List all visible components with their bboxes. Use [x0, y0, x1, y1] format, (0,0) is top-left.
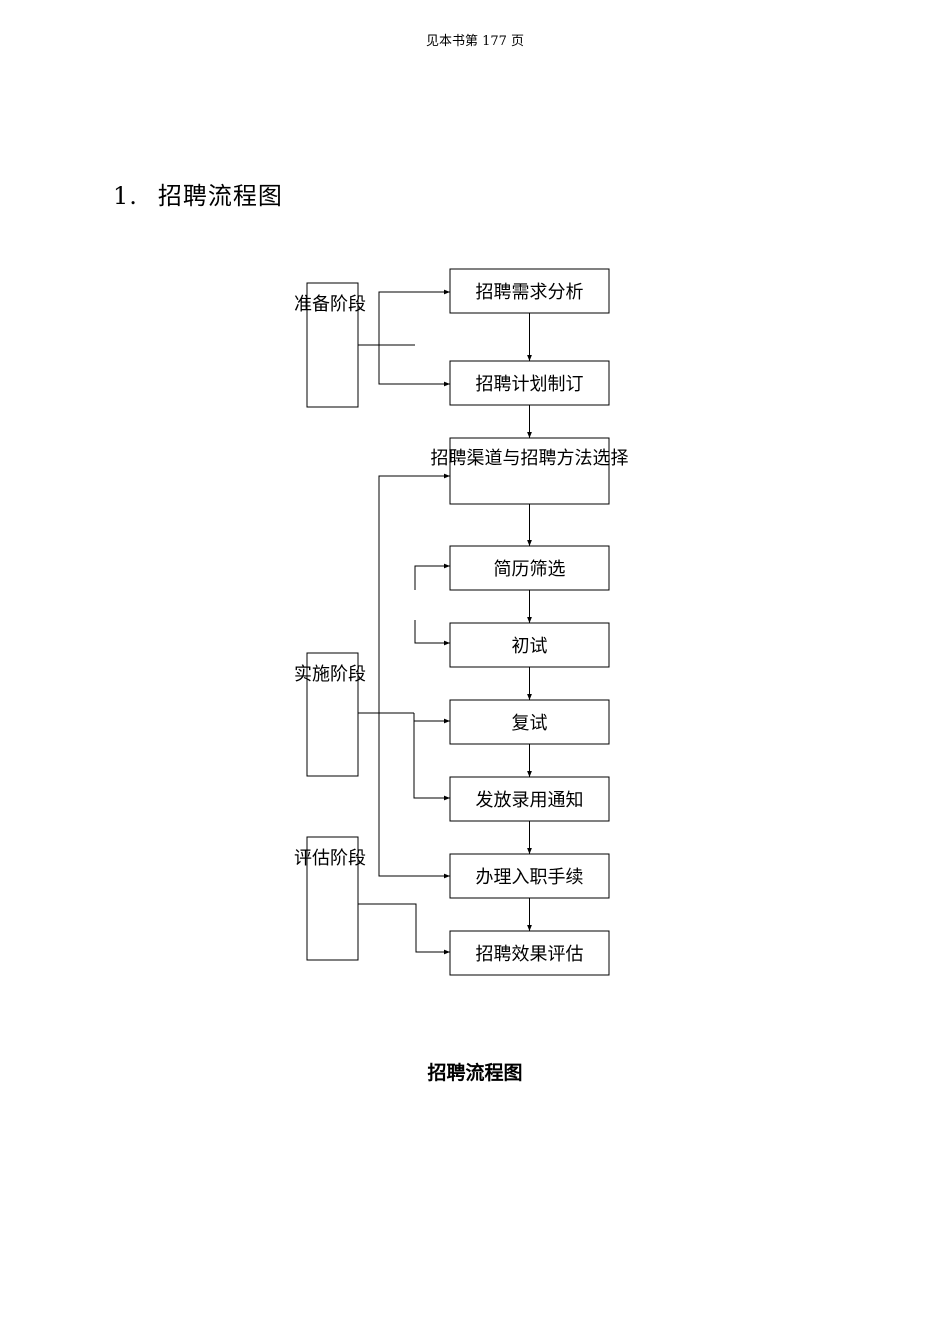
- impl-connectors: [358, 473, 450, 879]
- stage-impl-label: 实施阶段: [294, 664, 366, 685]
- step-channel-label: 招聘渠道与招聘方法选择: [431, 448, 629, 469]
- stage-eval-label: 评估阶段: [294, 848, 366, 869]
- impl-to-channel: [378, 473, 450, 713]
- step-demand: 招聘需求分析: [449, 268, 610, 314]
- prep-to-plan: [378, 345, 450, 387]
- step-demand-label: 招聘需求分析: [476, 282, 584, 303]
- step-first: 初试: [449, 622, 610, 668]
- step-evaluate-label: 招聘效果评估: [476, 944, 584, 965]
- section-number: 1.: [113, 182, 138, 210]
- impl-to-onboard: [378, 713, 450, 879]
- impl-to-second: [413, 713, 450, 724]
- step-notice-label: 发放录用通知: [476, 790, 584, 811]
- figure-caption: 招聘流程图: [427, 1062, 523, 1084]
- branch-to-resume: [414, 563, 450, 590]
- branch-to-first: [414, 620, 450, 646]
- section-title: 招聘流程图: [157, 182, 283, 210]
- step-channel: 招聘渠道与招聘方法选择: [431, 437, 629, 505]
- step-plan-label: 招聘计划制订: [476, 374, 584, 395]
- impl-to-notice: [413, 713, 450, 801]
- step-notice: 发放录用通知: [449, 776, 610, 822]
- section-heading: 1. 招聘流程图: [113, 176, 283, 211]
- prep-connectors: [358, 289, 450, 387]
- step-resume-label: 简历筛选: [494, 559, 566, 580]
- step-first-label: 初试: [512, 636, 548, 657]
- stage-prep-label: 准备阶段: [294, 294, 366, 315]
- eval-to-evaluate: [358, 903, 450, 955]
- stage-impl: 实施阶段: [294, 652, 366, 777]
- step-second-label: 复试: [512, 713, 548, 734]
- prep-to-demand: [378, 289, 450, 345]
- stage-eval: 评估阶段: [294, 836, 366, 961]
- step-evaluate: 招聘效果评估: [449, 930, 610, 976]
- step-onboard: 办理入职手续: [449, 853, 610, 899]
- eval-connectors: [358, 903, 450, 955]
- step-second: 复试: [449, 699, 610, 745]
- stage-prep: 准备阶段: [294, 282, 366, 408]
- page-reference: 见本书第 177 页: [425, 34, 525, 49]
- page-header: 见本书第 177 页: [0, 30, 950, 49]
- step-onboard-label: 办理入职手续: [476, 867, 584, 888]
- step-plan: 招聘计划制订: [449, 360, 610, 406]
- step-resume: 简历筛选: [449, 545, 610, 591]
